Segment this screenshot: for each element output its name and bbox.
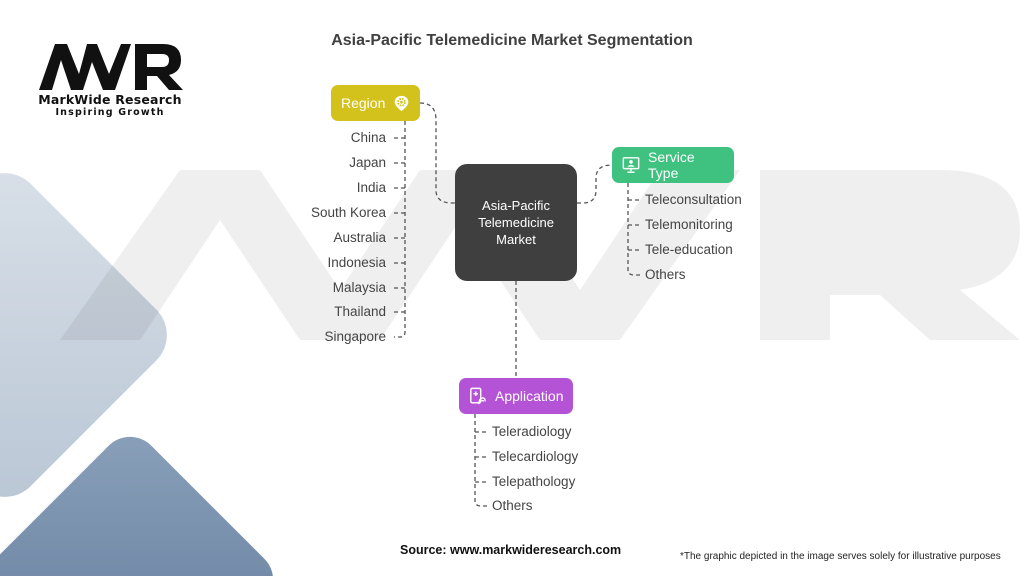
logo-company-name: MarkWide Research — [38, 92, 182, 107]
location-gear-icon — [393, 94, 410, 112]
watermark-logo — [60, 170, 1020, 340]
region-item: Singapore — [324, 329, 386, 344]
region-item: South Korea — [310, 205, 386, 220]
region-item: China — [350, 130, 386, 145]
region-item: Indonesia — [327, 255, 386, 270]
center-node-label: Asia-Pacific Telemedicine Market — [478, 198, 554, 247]
application-item: Others — [492, 498, 533, 513]
disclaimer-note: *The graphic depicted in the image serve… — [680, 551, 1001, 562]
category-node-region: Region — [331, 85, 420, 121]
region-item: India — [356, 180, 386, 195]
region-item: Thailand — [334, 304, 386, 319]
logo-tagline: Inspiring Growth — [55, 107, 165, 118]
application-item: Teleradiology — [492, 424, 572, 439]
application-item: Telecardiology — [492, 449, 579, 464]
category-label-region: Region — [341, 95, 386, 111]
monitor-person-icon — [622, 156, 640, 174]
service-type-item: Tele-education — [645, 242, 733, 257]
center-node-market: Asia-Pacific Telemedicine Market — [455, 164, 577, 281]
region-item: Australia — [333, 230, 386, 245]
tablet-medical-icon — [469, 387, 487, 405]
category-label-application: Application — [495, 388, 564, 404]
region-item: Japan — [349, 155, 386, 170]
service-type-item: Others — [645, 267, 686, 282]
region-item: Malaysia — [332, 280, 386, 295]
markwide-logo: MarkWide Research Inspiring Growth — [30, 40, 190, 118]
mwr-logo-mark-icon — [39, 44, 183, 90]
service-type-item: Telemonitoring — [645, 217, 733, 232]
application-item: Telepathology — [492, 474, 576, 489]
category-label-service-type: Service Type — [648, 149, 695, 181]
service-type-item: Teleconsultation — [645, 192, 742, 207]
category-node-application: Application — [459, 378, 573, 414]
source-credit: Source: www.markwideresearch.com — [400, 543, 622, 557]
category-node-service-type: Service Type — [612, 147, 734, 183]
page-title: Asia-Pacific Telemedicine Market Segment… — [331, 32, 693, 49]
